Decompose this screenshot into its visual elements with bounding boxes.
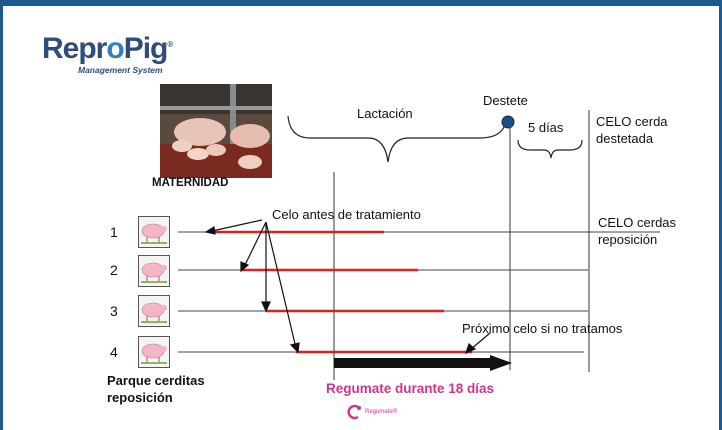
pig-icon (138, 216, 170, 248)
callout-arrows (204, 219, 491, 355)
maternidad-label: MATERNIDAD (152, 177, 229, 189)
proximo-celo-label: Próximo celo si no tratamos (462, 321, 623, 336)
regumate-caption: Regumate durante 18 días (326, 381, 495, 396)
pig-icon (138, 255, 170, 287)
celo-antes-label: Celo antes de tratamiento (272, 207, 421, 222)
destete-label: Destete (483, 93, 528, 108)
cinco-dias-brace (517, 139, 583, 159)
regumate-arrow (334, 355, 512, 371)
lactacion-brace (287, 115, 507, 163)
pig-icon (138, 295, 170, 327)
row-number-3: 3 (110, 303, 118, 319)
logo-subtitle: Management System (78, 65, 163, 75)
row-number-1: 1 (110, 224, 118, 240)
regumate-logo-icon (347, 404, 361, 420)
row-number-2: 2 (110, 262, 118, 278)
lactacion-label: Lactación (357, 106, 413, 121)
pig-icon (138, 336, 170, 368)
maternity-photo (160, 84, 272, 178)
cinco-dias-label: 5 días (528, 120, 564, 135)
regumate-logo-text: Regumate® (365, 409, 398, 415)
row-number-4: 4 (110, 344, 118, 360)
destete-dot (501, 115, 515, 129)
repropig-logo: ReproPig® (42, 32, 173, 65)
